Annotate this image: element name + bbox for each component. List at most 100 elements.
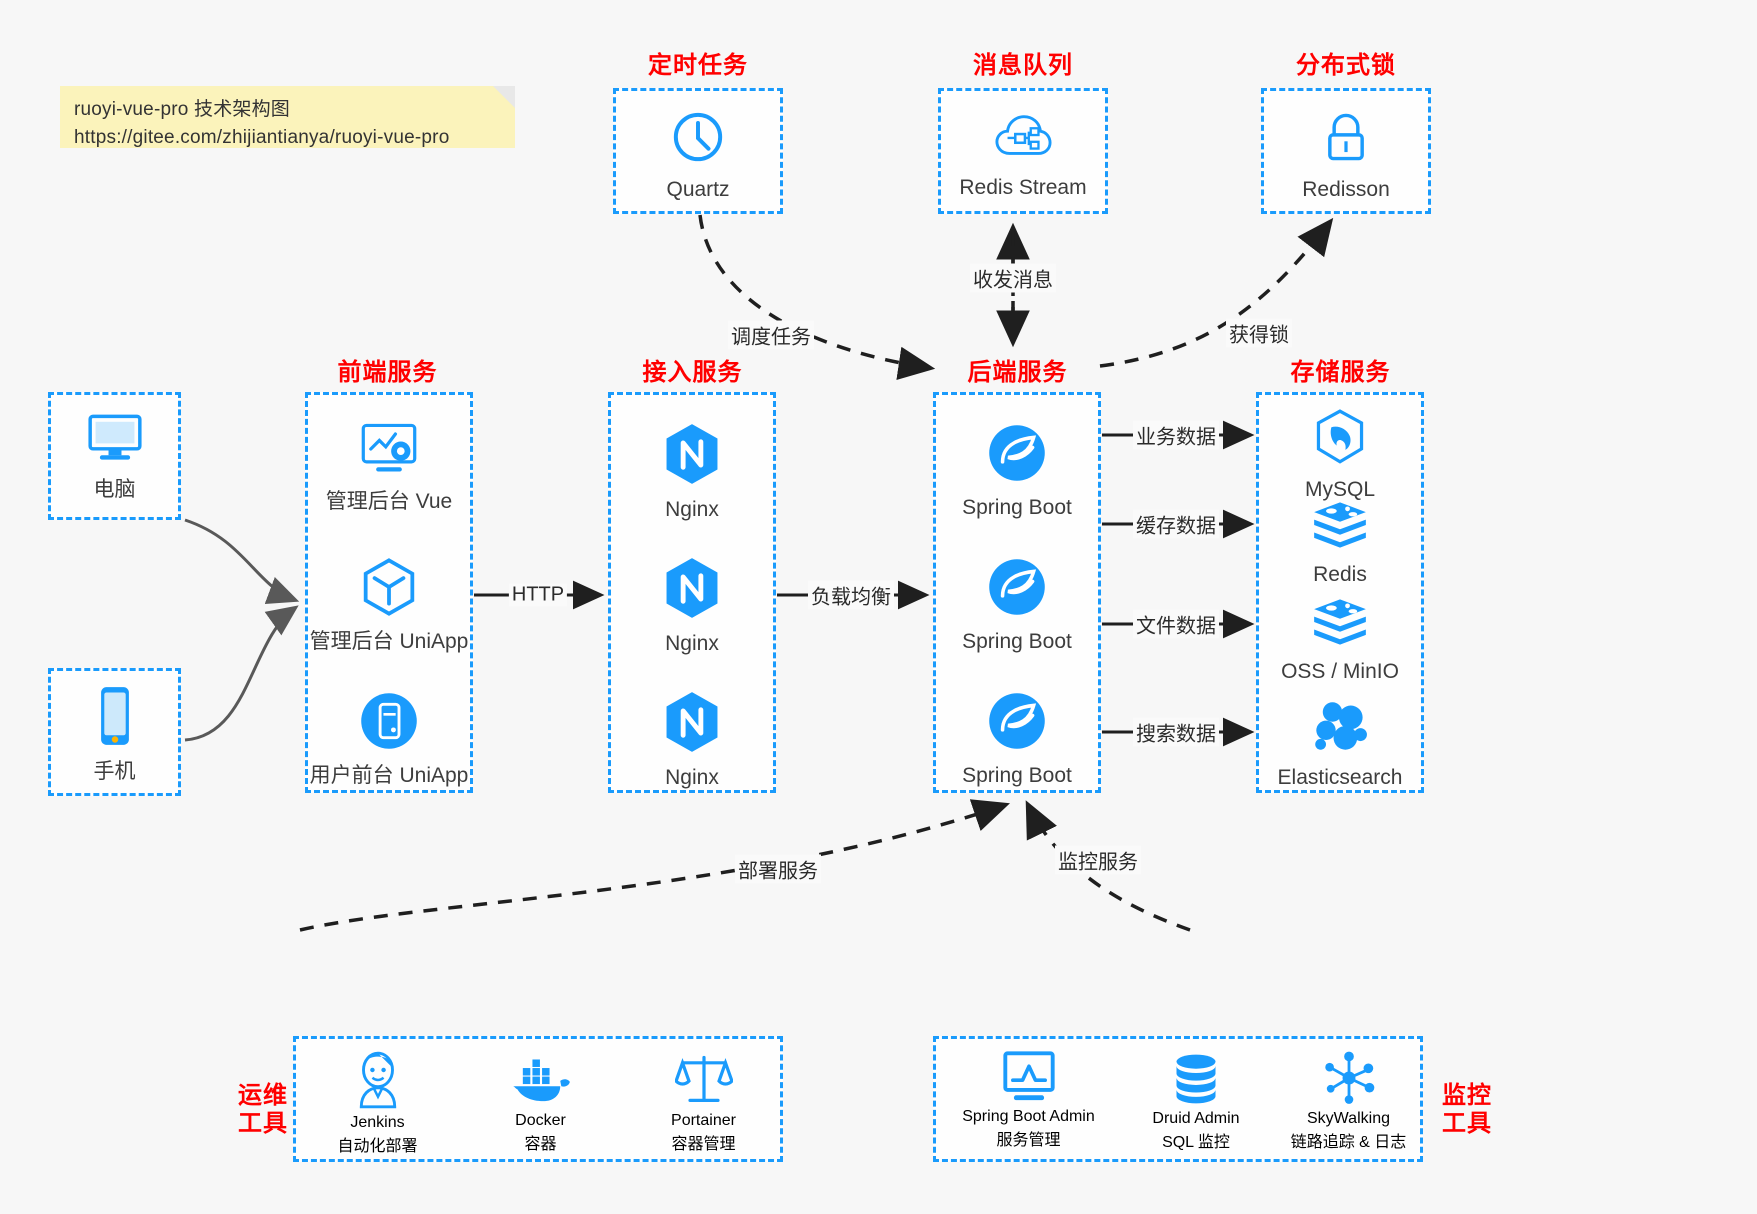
node-label-jenkins: Jenkins: [350, 1114, 405, 1131]
mysql-icon: [1259, 409, 1421, 470]
node-label-oss-minio: OSS / MinIO: [1281, 660, 1399, 683]
node-label-springboot-2: Spring Boot: [962, 630, 1072, 653]
node-nginx-2[interactable]: Nginx: [611, 557, 773, 658]
node-skywalking[interactable]: SkyWalking 链路追踪 & 日志: [1271, 1039, 1426, 1159]
node-quartz[interactable]: Quartz: [616, 109, 780, 204]
note-line-2: https://gitee.com/zhijiantianya/ruoyi-vu…: [74, 126, 450, 148]
node-label-phone: 手机: [93, 760, 136, 783]
node-sublabel-druid-admin: SQL 监控: [1162, 1134, 1230, 1151]
group-title-devops-line2: 工具: [238, 1110, 288, 1138]
node-label-admin-vue: 管理后台 Vue: [325, 490, 453, 513]
cloud-node-icon: [941, 109, 1105, 168]
spring-icon: [936, 423, 1098, 488]
clock-icon: [616, 109, 780, 170]
nginx-icon: [611, 691, 773, 758]
edge-label-biz-data: 业务数据: [1133, 420, 1219, 450]
node-redis-stream[interactable]: Redis Stream: [941, 109, 1105, 202]
node-label-quartz: Quartz: [666, 178, 730, 201]
nginx-icon: [611, 423, 773, 490]
portainer-icon: [673, 1055, 734, 1111]
node-nginx-1[interactable]: Nginx: [611, 423, 773, 524]
edge-label-search-data: 搜索数据: [1133, 717, 1219, 747]
group-box-scheduler[interactable]: Quartz: [613, 88, 783, 214]
group-title-gateway: 接入服务: [642, 359, 743, 386]
node-sublabel-spring-boot-admin: 服务管理: [996, 1132, 1061, 1149]
spring-icon: [936, 557, 1098, 622]
node-label-nginx-1: Nginx: [665, 498, 719, 521]
note-line-1: ruoyi-vue-pro 技术架构图: [74, 99, 291, 120]
monitor-icon: [51, 411, 178, 470]
node-label-mysql: MySQL: [1304, 478, 1375, 501]
group-box-lock[interactable]: Redisson: [1261, 88, 1431, 214]
node-label-nginx-3: Nginx: [665, 766, 719, 789]
node-pc[interactable]: 电脑: [51, 411, 178, 504]
node-springboot-2[interactable]: Spring Boot: [936, 557, 1098, 656]
node-label-spring-boot-admin: Spring Boot Admin: [962, 1108, 1095, 1125]
node-mysql[interactable]: MySQL: [1259, 409, 1421, 504]
group-title-devops: 运维 工具: [228, 1082, 298, 1139]
group-box-devops[interactable]: Jenkins 自动化部署 Docker: [293, 1036, 783, 1162]
group-box-monitor[interactable]: Spring Boot Admin 服务管理 Druid Admin: [933, 1036, 1423, 1162]
node-label-user-uniapp: 用户前台 UniApp: [309, 764, 469, 787]
node-druid-admin[interactable]: Druid Admin SQL 监控: [1121, 1039, 1271, 1159]
group-box-backend[interactable]: Spring Boot Spring Boot Spring Boot: [933, 392, 1101, 793]
node-label-nginx-2: Nginx: [665, 632, 719, 655]
group-box-mq[interactable]: Redis Stream: [938, 88, 1108, 214]
node-admin-uniapp[interactable]: 管理后台 UniApp: [308, 557, 470, 656]
node-phone[interactable]: 手机: [51, 685, 178, 786]
group-title-frontend: 前端服务: [337, 359, 438, 386]
title-note: ruoyi-vue-pro 技术架构图 https://gitee.com/zh…: [60, 86, 515, 148]
edge-pc-frontend: [184, 518, 300, 604]
group-title-mq: 消息队列: [973, 52, 1073, 79]
redis-icon: [1259, 500, 1421, 555]
group-box-storage[interactable]: MySQL Redis OSS: [1256, 392, 1424, 793]
edge-label-monitor: 监控服务: [1055, 845, 1141, 875]
group-box-client-phone[interactable]: 手机: [48, 668, 181, 796]
group-title-monitor-line1: 监控: [1442, 1082, 1492, 1109]
node-sublabel-docker: 容器: [524, 1136, 557, 1153]
cube-icon: [308, 557, 470, 622]
minio-icon: [1259, 597, 1421, 652]
node-elasticsearch[interactable]: Elasticsearch: [1259, 699, 1421, 792]
edge-deploy-service: [299, 799, 1010, 932]
node-spring-boot-admin[interactable]: Spring Boot Admin 服务管理: [936, 1039, 1121, 1159]
node-jenkins[interactable]: Jenkins 自动化部署: [296, 1039, 459, 1159]
lock-icon: [1264, 109, 1428, 170]
group-box-gateway[interactable]: Nginx Nginx Nginx: [608, 392, 776, 793]
jenkins-icon: [350, 1051, 406, 1113]
node-springboot-3[interactable]: Spring Boot: [936, 691, 1098, 790]
group-title-monitor: 监控 工具: [1432, 1082, 1502, 1139]
nginx-icon: [611, 557, 773, 624]
node-redisson[interactable]: Redisson: [1264, 109, 1428, 204]
node-label-springboot-3: Spring Boot: [962, 764, 1072, 787]
node-nginx-3[interactable]: Nginx: [611, 691, 773, 792]
group-title-scheduler: 定时任务: [648, 52, 748, 79]
node-admin-vue[interactable]: 管理后台 Vue: [308, 421, 470, 516]
node-oss-minio[interactable]: OSS / MinIO: [1259, 597, 1421, 686]
node-label-redis-stream: Redis Stream: [959, 176, 1087, 199]
note-fold-icon: [493, 86, 515, 108]
node-docker[interactable]: Docker 容器: [459, 1039, 622, 1159]
database-icon: [1170, 1054, 1222, 1109]
node-user-uniapp[interactable]: 用户前台 UniApp: [308, 691, 470, 790]
edge-label-file-data: 文件数据: [1133, 609, 1219, 639]
node-label-redis: Redis: [1313, 563, 1367, 586]
node-sublabel-portainer: 容器管理: [671, 1136, 736, 1153]
group-title-lock: 分布式锁: [1296, 52, 1396, 79]
node-portainer[interactable]: Portainer 容器管理: [622, 1039, 785, 1159]
node-label-skywalking: SkyWalking: [1307, 1110, 1390, 1127]
edge-label-cache-data: 缓存数据: [1133, 509, 1219, 539]
node-label-docker: Docker: [515, 1112, 566, 1129]
node-label-druid-admin: Druid Admin: [1152, 1110, 1240, 1127]
node-redis[interactable]: Redis: [1259, 500, 1421, 589]
node-sublabel-jenkins: 自动化部署: [337, 1138, 418, 1155]
group-box-frontend[interactable]: 管理后台 Vue 管理后台 UniApp 用户前台 UniApp: [305, 392, 473, 793]
docker-icon: [510, 1059, 572, 1111]
node-springboot-1[interactable]: Spring Boot: [936, 423, 1098, 522]
skywalking-icon: [1321, 1051, 1377, 1109]
group-box-client-pc[interactable]: 电脑: [48, 392, 181, 520]
edge-label-http: HTTP: [508, 583, 568, 607]
elasticsearch-icon: [1259, 699, 1421, 758]
node-label-pc: 电脑: [93, 478, 136, 501]
